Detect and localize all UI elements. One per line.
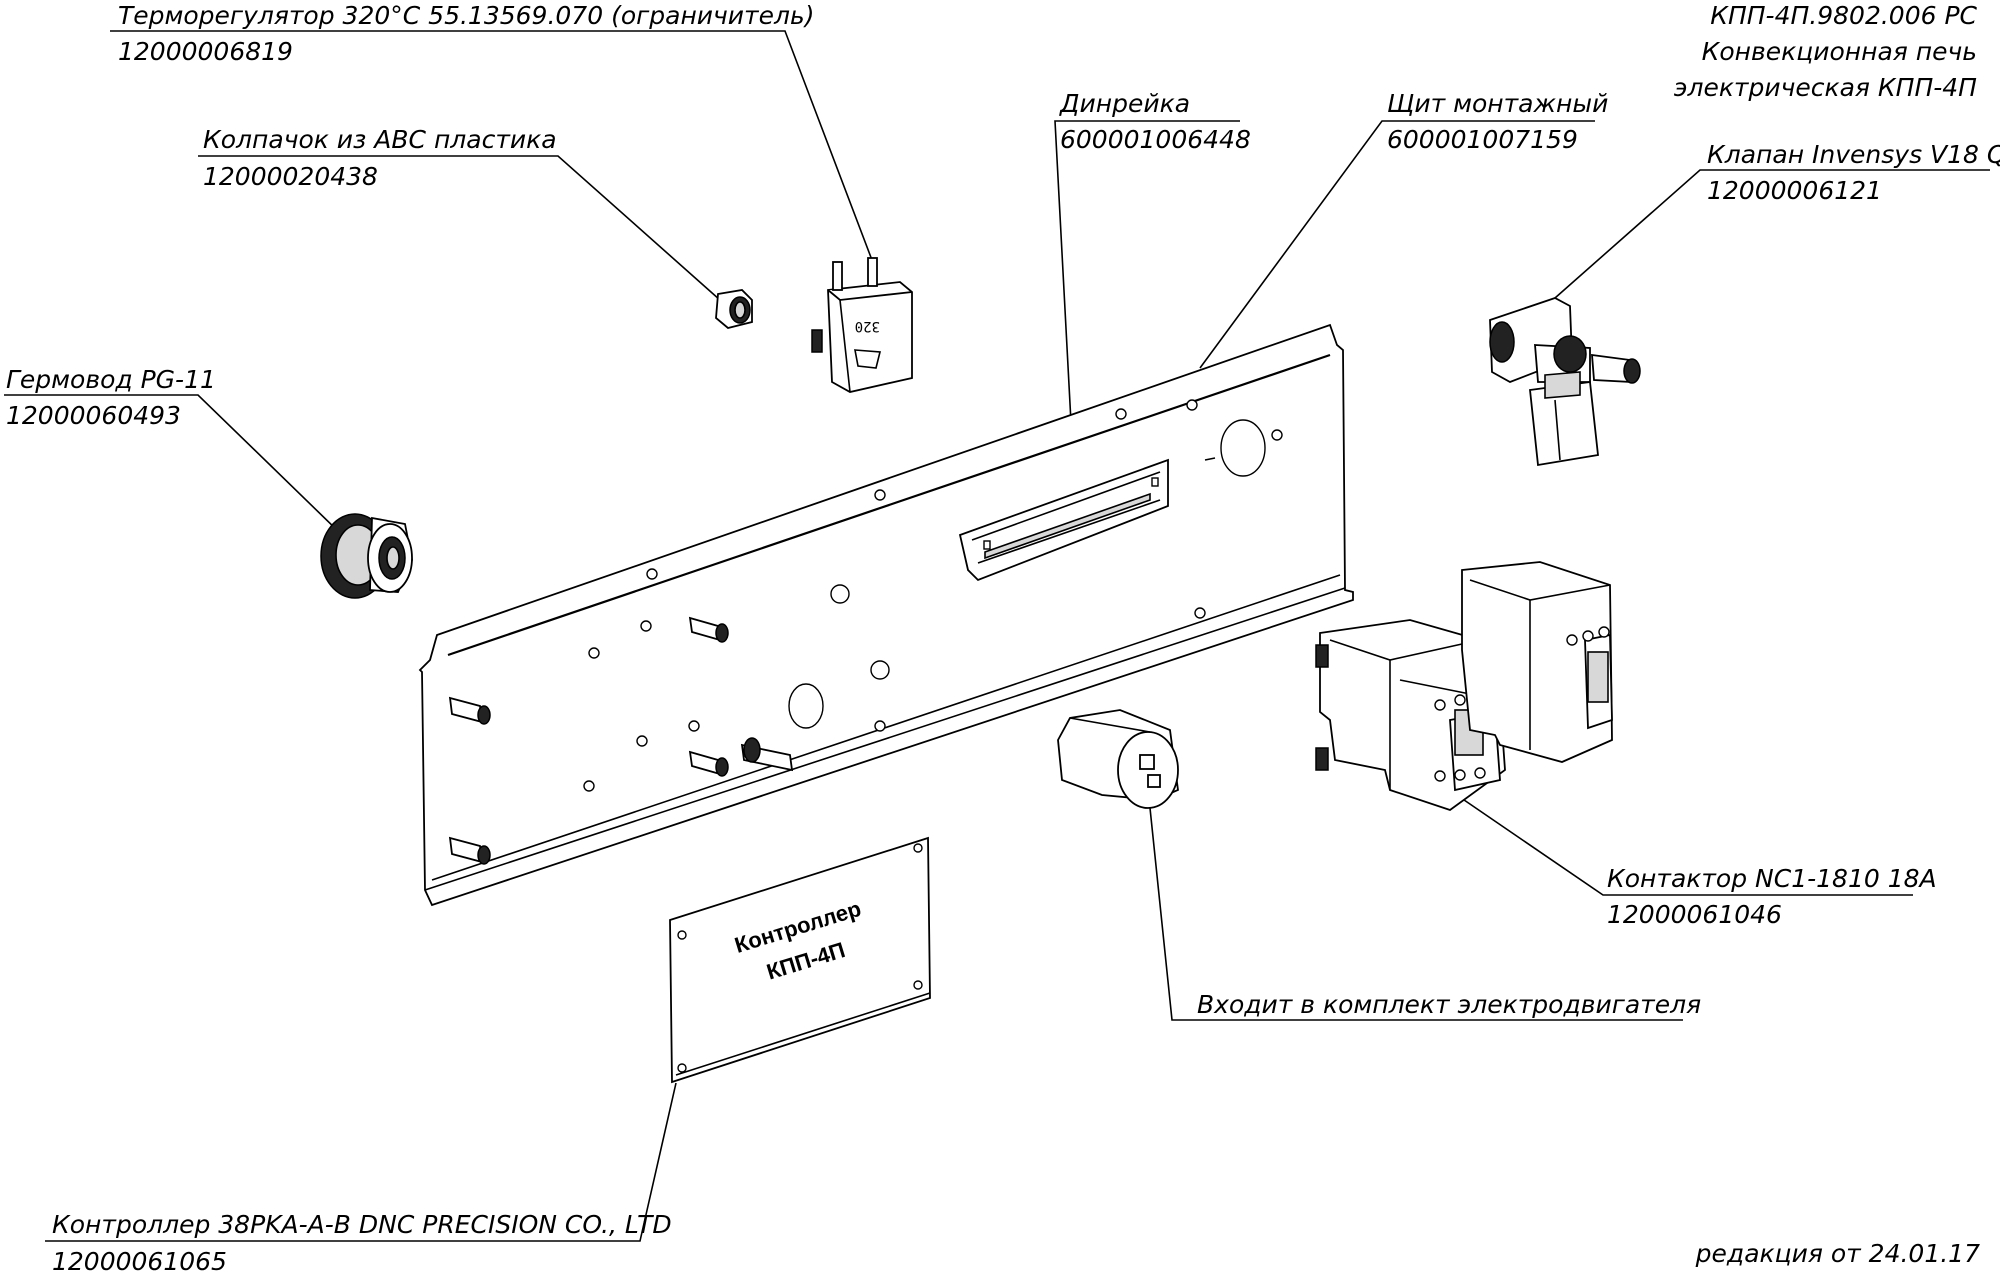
label-mount-panel: Щит монтажный 600001007159 (1199, 89, 1608, 369)
valve-code: 12000006121 (1707, 176, 1882, 205)
label-capacitor-note: Входит в комплект электродвигателя (1149, 807, 1701, 1021)
label-contactor: Контактор NC1-1810 18А 12000061046 (1447, 788, 1937, 929)
mount-panel-code: 600001007159 (1387, 125, 1578, 154)
mount-panel-leader (1199, 120, 1595, 369)
cap-part (715, 289, 753, 329)
gland-leader (4, 394, 341, 534)
panel-stud (448, 836, 491, 865)
cap-name: Колпачок из АВС пластика (203, 125, 557, 154)
doc-code: КПП-4П.9802.006 РС (1710, 1, 1977, 30)
capacitor-part (1057, 709, 1179, 809)
gland-code: 12000060493 (6, 401, 181, 430)
doc-title-line1: Конвекционная печь (1702, 37, 1977, 66)
thermostat-part: 320 (811, 257, 913, 393)
controller-leader (45, 1082, 677, 1242)
cap-code: 12000020438 (203, 162, 378, 191)
capacitor-note-leader (1149, 807, 1683, 1021)
controller-plate: Контроллер КПП-4П (669, 836, 931, 1084)
thermostat-code: 12000006819 (118, 37, 293, 66)
label-cap: Колпачок из АВС пластика 12000020438 (198, 125, 721, 301)
thermostat-marking: 320 (855, 318, 880, 334)
gland-name: Гермовод PG-11 (6, 365, 216, 394)
revision-note: редакция от 24.01.17 (1695, 1239, 1980, 1268)
panel-stud (448, 696, 491, 725)
panel-stud (688, 616, 729, 643)
label-controller: Контроллер 38PKA-A-B DNC PRECISION CO., … (45, 1082, 677, 1275)
mounting-panel (418, 323, 1354, 907)
label-valve: Клапан Invensys V18 QC 12000006121 (1554, 140, 2000, 299)
valve-name: Клапан Invensys V18 QC (1707, 140, 2000, 169)
din-rail-part (958, 458, 1169, 582)
valve-leader (1554, 169, 1990, 299)
thermostat-leader (110, 30, 876, 269)
controller-code: 12000061065 (52, 1247, 227, 1275)
capacitor-note-text: Входит в комплект электродвигателя (1197, 990, 1701, 1019)
contactor-leader (1447, 788, 1913, 896)
panel-fitting (740, 737, 794, 772)
valve-part (1489, 297, 1641, 467)
mount-panel-name: Щит монтажный (1387, 89, 1608, 118)
doc-title-line2: электрическая КПП-4П (1674, 73, 1977, 102)
thermostat-name: Терморегулятор 320°С 55.13569.070 (огран… (118, 1, 814, 30)
label-gland: Гермовод PG-11 12000060493 (4, 365, 341, 534)
label-thermostat: Терморегулятор 320°С 55.13569.070 (огран… (110, 1, 876, 269)
contactor-name: Контактор NC1-1810 18А (1607, 864, 1937, 893)
controller-name: Контроллер 38PKA-A-B DNC PRECISION CO., … (52, 1210, 672, 1239)
din-rail-name: Динрейка (1059, 89, 1190, 118)
label-din-rail: Динрейка 600001006448 (1054, 89, 1251, 499)
din-rail-code: 600001006448 (1060, 125, 1251, 154)
din-rail-leader (1054, 120, 1240, 499)
cap-leader (198, 155, 721, 301)
panel-stud (688, 750, 729, 777)
contactor-code: 12000061046 (1607, 900, 1782, 929)
contactor-part (1461, 561, 1613, 763)
cable-gland-part (320, 513, 413, 599)
